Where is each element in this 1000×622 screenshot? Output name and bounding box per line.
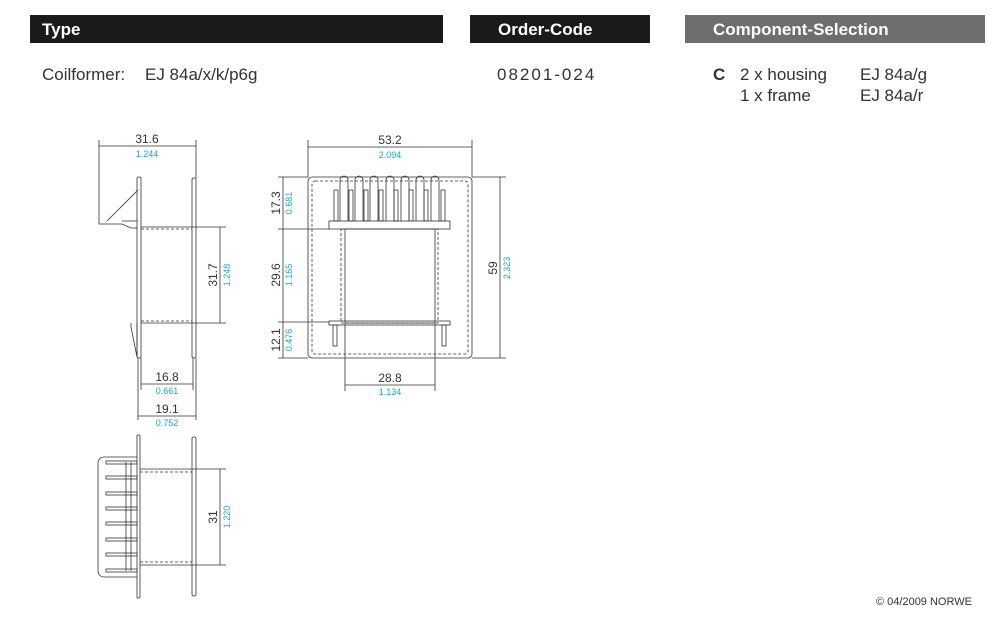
dim-inner-mm: 16.8 xyxy=(155,370,179,384)
dim-top-mm: 17.3 xyxy=(269,191,283,215)
type-value: EJ 84a/x/k/p6g xyxy=(145,65,258,84)
dim-bottom-height-mm: 31 xyxy=(206,510,220,524)
component-part-2: EJ 84a/r xyxy=(860,86,924,105)
front-view-drawing: 53.2 2.094 17.3 0.681 29.6 1.165 12.1 0.… xyxy=(269,133,512,397)
component-part-1: EJ 84a/g xyxy=(860,65,928,84)
order-code-header: Order-Code xyxy=(470,15,650,43)
dim-middle-in: 1.165 xyxy=(284,264,294,287)
copyright: © 04/2009 NORWE xyxy=(876,596,972,608)
dim-middle-mm: 29.6 xyxy=(269,263,283,287)
dim-front-height-mm: 59 xyxy=(486,261,500,275)
dim-height-mm: 31.7 xyxy=(206,263,220,287)
component-selection-header: Component-Selection xyxy=(685,15,985,43)
component-qty-1: 2 x housing xyxy=(740,65,827,84)
top-pins xyxy=(333,175,446,222)
order-code-value: 08201-024 xyxy=(497,65,597,84)
dim-height-in: 1.248 xyxy=(222,264,232,287)
type-label: Coilformer: xyxy=(42,65,126,84)
dim-bottom-mm: 12.1 xyxy=(269,328,283,352)
dim-width-mm: 31.6 xyxy=(135,132,159,146)
dim-front-width-in: 2.094 xyxy=(379,150,402,160)
dim-front-width-mm: 53.2 xyxy=(378,133,402,147)
variant-letter: C xyxy=(713,65,726,84)
dim-inner-in: 0.661 xyxy=(156,386,179,396)
dim-core-in: 1.134 xyxy=(379,387,402,397)
dim-bottom-in: 0.476 xyxy=(284,329,294,352)
dim-outer-mm: 19.1 xyxy=(155,402,179,416)
dim-bottom-height-in: 1.220 xyxy=(222,506,232,529)
dim-outer-in: 0.752 xyxy=(156,418,179,428)
side-view-drawing: 31.6 1.244 31.7 1.248 16.8 0.661 19.1 0.… xyxy=(98,132,232,428)
type-header: Type xyxy=(30,15,443,43)
dim-width-in: 1.244 xyxy=(136,149,159,159)
bottom-view-drawing: 31 1.220 xyxy=(97,434,232,599)
bottom-pins xyxy=(105,460,138,573)
dim-front-height-in: 2.323 xyxy=(502,257,512,280)
dim-top-in: 0.681 xyxy=(284,192,294,215)
dim-core-mm: 28.8 xyxy=(378,371,402,385)
component-qty-2: 1 x frame xyxy=(740,86,811,105)
